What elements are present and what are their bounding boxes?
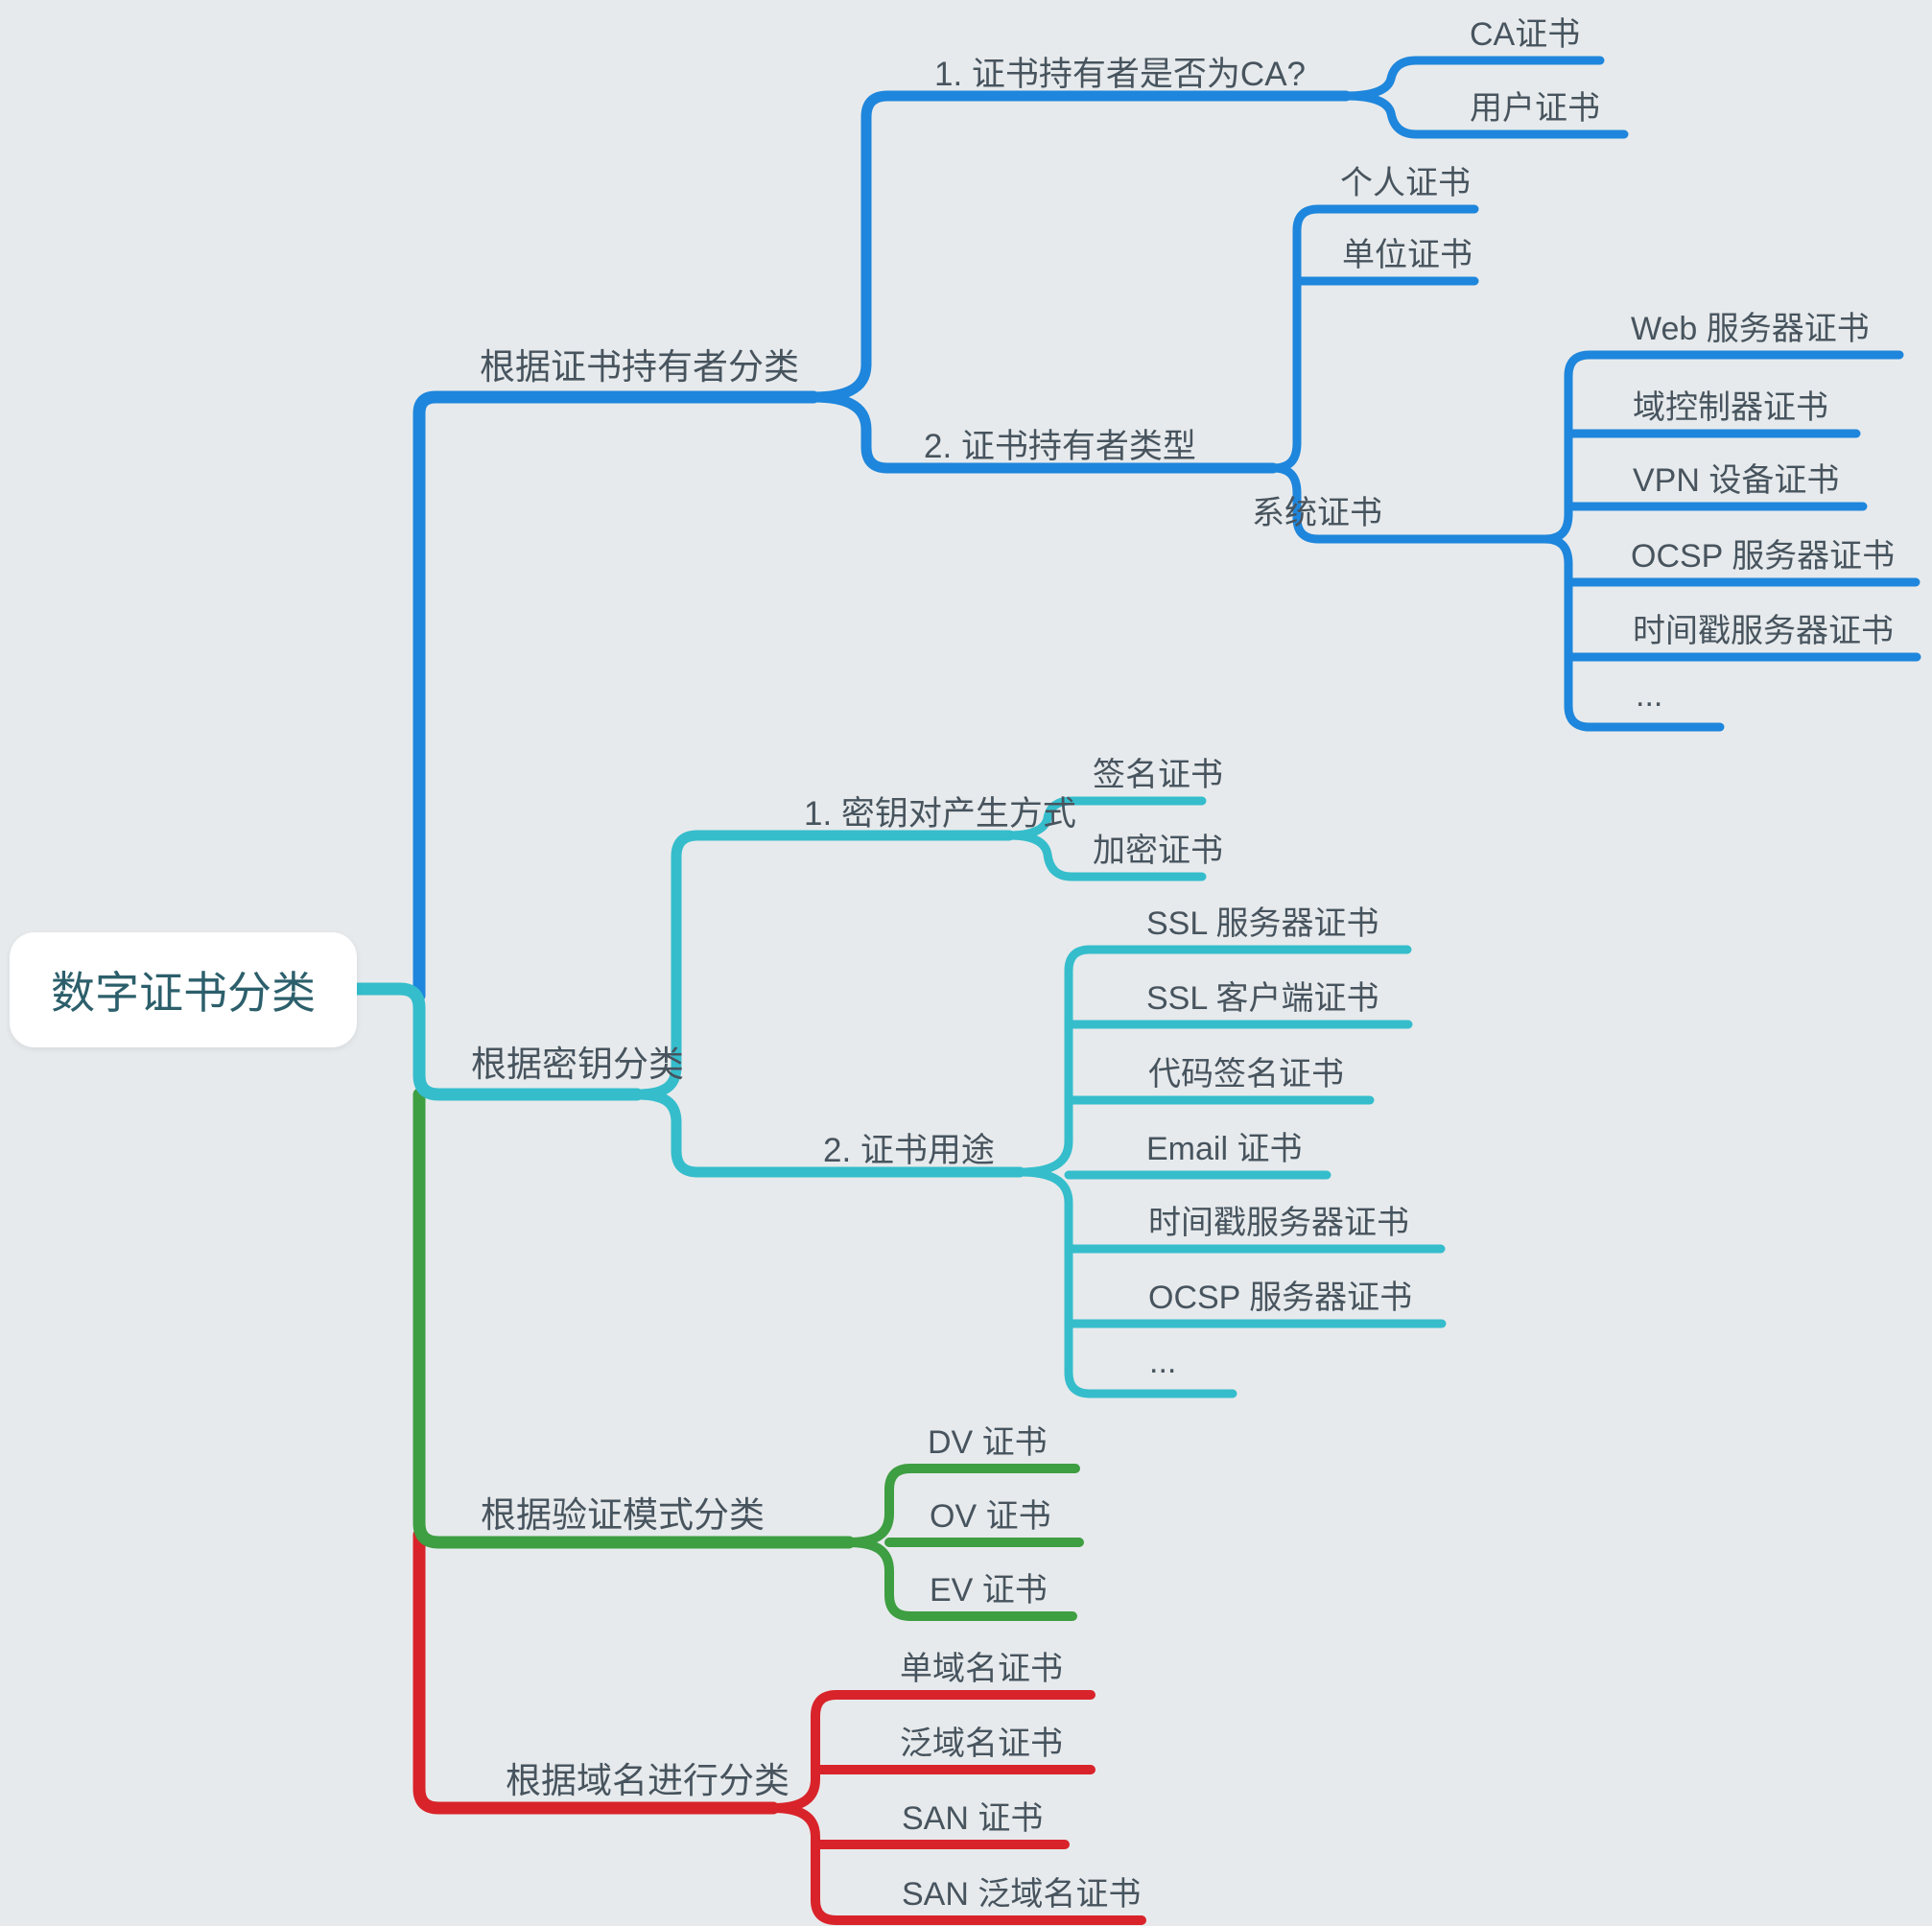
node-ca-cert[interactable]: CA证书 bbox=[1470, 16, 1581, 53]
node-usage-more[interactable]: ... bbox=[1149, 1344, 1177, 1380]
branch-validation-connectors bbox=[412, 1088, 1084, 1621]
branch-key-connectors bbox=[348, 796, 1447, 1398]
node-ssl-client-cert[interactable]: SSL 客户端证书 bbox=[1146, 980, 1379, 1017]
node-ov-cert[interactable]: OV 证书 bbox=[930, 1498, 1051, 1535]
node-vpn-device-cert[interactable]: VPN 设备证书 bbox=[1633, 462, 1840, 499]
node-wildcard-cert[interactable]: 泛域名证书 bbox=[900, 1726, 1063, 1762]
node-code-signing-cert[interactable]: 代码签名证书 bbox=[1148, 1056, 1344, 1092]
node-holder-type[interactable]: 2. 证书持有者类型 bbox=[924, 428, 1196, 465]
node-holder-classification[interactable]: 根据证书持有者分类 bbox=[480, 347, 799, 387]
node-san-cert[interactable]: SAN 证书 bbox=[902, 1800, 1044, 1837]
connector-system-more bbox=[1540, 534, 1725, 732]
branch-domain-connectors bbox=[412, 1528, 1146, 1925]
node-domain-classification[interactable]: 根据域名进行分类 bbox=[506, 1761, 789, 1800]
node-org-cert[interactable]: 单位证书 bbox=[1342, 237, 1473, 273]
node-dv-cert[interactable]: DV 证书 bbox=[928, 1424, 1048, 1461]
connector-ssl-server-cert bbox=[1015, 945, 1412, 1177]
connector-key-main bbox=[348, 982, 644, 1101]
connector-usage-more bbox=[1015, 1167, 1237, 1398]
node-single-domain-cert[interactable]: 单域名证书 bbox=[900, 1651, 1063, 1687]
node-san-wildcard-cert[interactable]: SAN 泛域名证书 bbox=[902, 1876, 1142, 1913]
node-signing-cert[interactable]: 签名证书 bbox=[1093, 757, 1223, 793]
connector-holder-q1 bbox=[808, 90, 1352, 403]
connector-encryption-cert bbox=[1004, 831, 1207, 881]
root-label: 数字证书分类 bbox=[51, 968, 316, 1018]
connector-domain-main bbox=[412, 1528, 780, 1815]
node-ev-cert[interactable]: EV 证书 bbox=[930, 1572, 1048, 1609]
node-user-cert[interactable]: 用户证书 bbox=[1470, 90, 1600, 127]
node-key-classification[interactable]: 根据密钥分类 bbox=[471, 1045, 684, 1084]
connector-validation-ev bbox=[844, 1538, 1077, 1621]
root-node[interactable]: 数字证书分类 bbox=[10, 932, 357, 1047]
node-validation-classification[interactable]: 根据验证模式分类 bbox=[481, 1495, 765, 1535]
node-personal-cert[interactable]: 个人证书 bbox=[1340, 165, 1471, 201]
node-ocsp-server-cert[interactable]: OCSP 服务器证书 bbox=[1631, 538, 1896, 575]
connector-holder-q2 bbox=[808, 391, 1279, 474]
node-timestamp-server-cert[interactable]: 时间戳服务器证书 bbox=[1633, 613, 1894, 649]
node-email-cert[interactable]: Email 证书 bbox=[1146, 1131, 1303, 1167]
node-ocsp-usage-cert[interactable]: OCSP 服务器证书 bbox=[1148, 1280, 1413, 1316]
node-keypair-mode[interactable]: 1. 密钥对产生方式 bbox=[804, 795, 1076, 833]
node-holder-is-ca[interactable]: 1. 证书持有者是否为CA? bbox=[934, 56, 1307, 93]
connector-validation-dv bbox=[844, 1464, 1080, 1547]
connector-user-cert bbox=[1341, 91, 1629, 139]
node-system-cert[interactable]: 系统证书 bbox=[1252, 495, 1382, 531]
connector-validation-main bbox=[412, 1088, 856, 1549]
node-cert-usage[interactable]: 2. 证书用途 bbox=[823, 1132, 995, 1169]
connector-web-server-cert bbox=[1540, 350, 1904, 544]
node-timestamp-usage-cert[interactable]: 时间戳服务器证书 bbox=[1148, 1205, 1409, 1241]
connector-domain-up bbox=[768, 1690, 1096, 1813]
node-domain-controller-cert[interactable]: 域控制器证书 bbox=[1633, 389, 1828, 426]
node-encryption-cert[interactable]: 加密证书 bbox=[1093, 833, 1223, 869]
node-ssl-server-cert[interactable]: SSL 服务器证书 bbox=[1146, 905, 1379, 942]
branch-holder-connectors bbox=[412, 56, 1921, 1002]
connector-keypair-mode bbox=[631, 830, 1015, 1100]
node-web-server-cert[interactable]: Web 服务器证书 bbox=[1631, 311, 1870, 347]
connector-domain-down bbox=[768, 1803, 1146, 1925]
node-system-more[interactable]: ... bbox=[1636, 677, 1663, 714]
connector-personal-cert bbox=[1268, 204, 1479, 473]
connector-holder-main bbox=[412, 390, 820, 1002]
connector-cert-usage bbox=[631, 1089, 1025, 1178]
connector-system-cert bbox=[1268, 463, 1549, 544]
